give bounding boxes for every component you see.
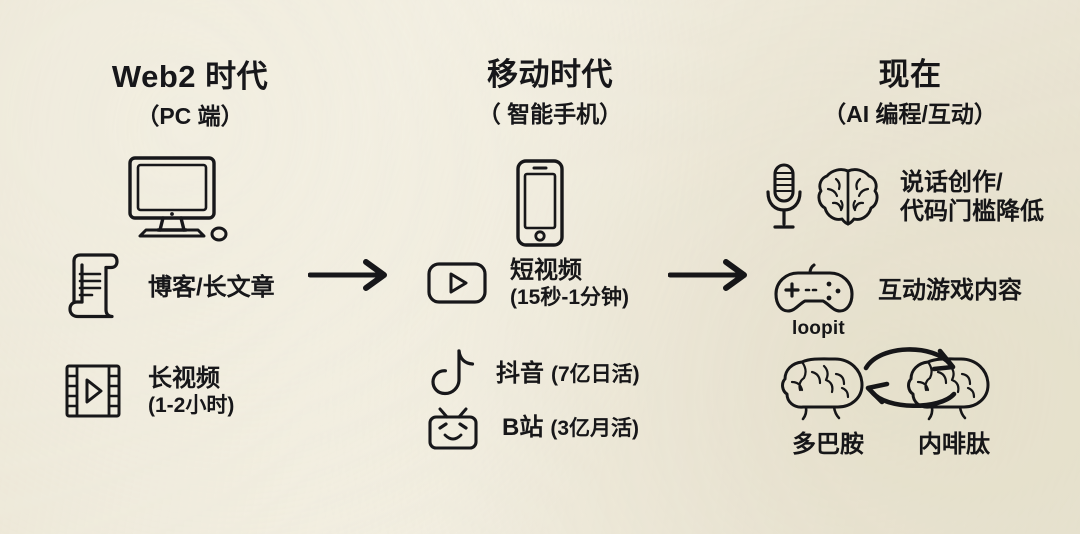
item-speech-creation-label: 说话创作/ 代码门槛降低 xyxy=(900,168,1044,227)
column-mobile-title: 移动时代 xyxy=(487,57,613,92)
item-speech-creation-line1: 说话创作/ xyxy=(900,168,1003,196)
scroll-document-icon xyxy=(62,252,124,324)
item-douyin-detail: (7亿日活) xyxy=(551,363,640,387)
item-short-video: 短视频 (15秒-1分钟) xyxy=(426,256,629,311)
dopamine-brain-icon xyxy=(778,352,870,424)
column-now-header: 现在 （AI 编程/互动） xyxy=(750,57,1070,128)
column-mobile: 移动时代 （ 智能手机） 短视频 xyxy=(400,0,700,534)
item-speech-creation-line2: 代码门槛降低 xyxy=(900,198,1044,225)
item-short-video-detail: (15秒-1分钟) xyxy=(510,286,630,310)
column-now-title: 现在 xyxy=(878,57,942,92)
smartphone-icon xyxy=(512,158,568,248)
desktop-monitor-row xyxy=(118,152,230,248)
tiktok-note-icon xyxy=(430,348,476,400)
column-now-subtitle: （AI 编程/互动） xyxy=(823,101,997,128)
item-short-video-title: 短视频 xyxy=(510,257,582,284)
column-mobile-header: 移动时代 （ 智能手机） xyxy=(400,57,700,128)
column-web2-subtitle: （PC 端） xyxy=(136,103,244,130)
item-douyin: 抖音 (7亿日活) xyxy=(430,348,640,400)
item-interactive-game: 互动游戏内容 xyxy=(768,262,1022,320)
desktop-monitor-icon xyxy=(118,152,230,248)
gamepad-caption: loopit xyxy=(792,318,845,339)
brain-icon xyxy=(814,165,882,229)
item-long-video-title: 长视频 xyxy=(148,364,220,392)
column-now: 现在 （AI 编程/互动） xyxy=(750,0,1070,534)
brain-loop-group xyxy=(778,352,996,424)
item-long-video-detail: (1-2小时) xyxy=(148,393,235,417)
column-web2: Web2 时代 （PC 端） xyxy=(40,0,340,534)
brain-cycle-arrows xyxy=(858,342,968,419)
item-douyin-label: 抖音 (7亿日活) xyxy=(496,359,640,388)
endorphin-brain-icon xyxy=(904,352,996,424)
item-long-video: 长视频 (1-2小时) xyxy=(62,358,234,424)
item-interactive-game-label: 互动游戏内容 xyxy=(878,277,1022,305)
item-blog-label: 博客/长文章 xyxy=(148,274,275,302)
endorphin-label: 内啡肽 xyxy=(918,431,990,458)
item-bilibili: B站(3亿月活) xyxy=(426,404,639,452)
column-mobile-subtitle: （ 智能手机） xyxy=(477,101,623,128)
item-bilibili-title: B站 xyxy=(502,414,544,442)
arrow-mobile-to-now xyxy=(667,258,752,297)
column-web2-title: Web2 时代 xyxy=(111,59,269,94)
item-speech-creation: 说话创作/ 代码门槛降低 xyxy=(764,162,1044,232)
dopamine-label: 多巴胺 xyxy=(792,431,864,458)
item-long-video-label: 长视频 (1-2小时) xyxy=(148,364,234,419)
item-short-video-label: 短视频 (15秒-1分钟) xyxy=(510,256,629,311)
microphone-icon xyxy=(764,162,804,232)
smartphone-row xyxy=(512,158,568,248)
column-web2-header: Web2 时代 （PC 端） xyxy=(40,59,340,130)
youtube-play-icon xyxy=(426,259,488,307)
bilibili-tv-icon xyxy=(426,404,480,452)
gamepad-icon xyxy=(768,262,860,320)
item-blog-long-article: 博客/长文章 xyxy=(62,252,275,324)
item-douyin-title: 抖音 xyxy=(496,360,544,388)
film-video-icon xyxy=(62,358,124,424)
arrow-web2-to-mobile xyxy=(307,258,392,297)
item-bilibili-detail: (3亿月活) xyxy=(550,417,640,441)
item-bilibili-label: B站(3亿月活) xyxy=(502,413,639,442)
